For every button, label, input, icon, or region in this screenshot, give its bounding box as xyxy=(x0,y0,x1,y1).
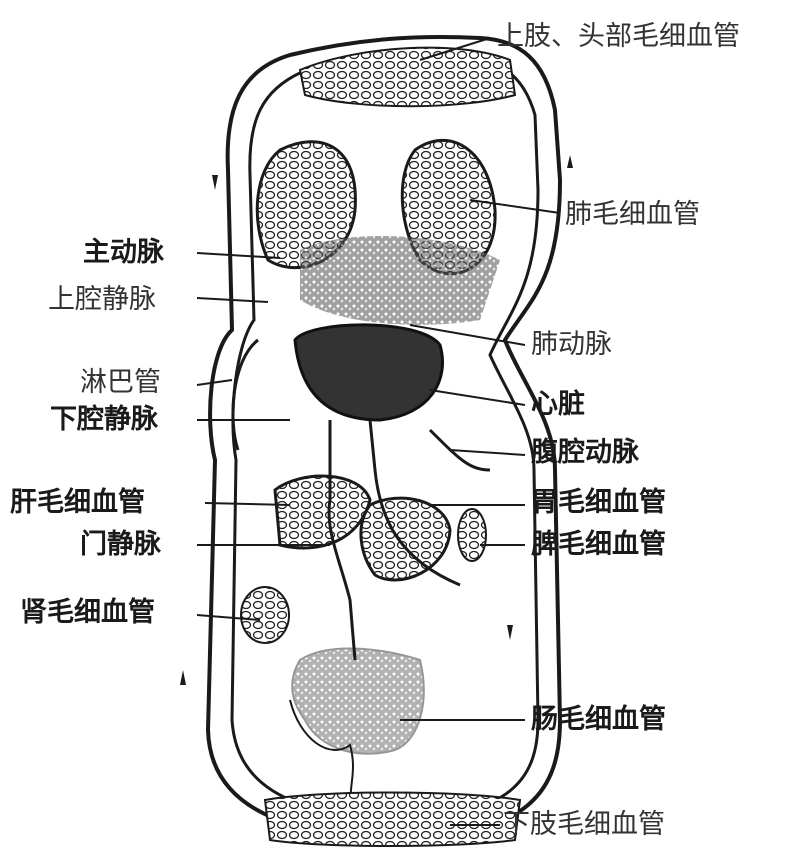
intestines xyxy=(292,648,424,753)
lymph-vessel-line xyxy=(233,340,258,450)
label-stomach-capillaries: 胃毛细血管 xyxy=(531,488,666,518)
label-liver-capillaries: 肝毛细血管 xyxy=(10,488,145,518)
liver xyxy=(275,476,370,548)
label-kidney-capillaries: 肾毛细血管 xyxy=(20,598,155,628)
label-lymph-vessel: 淋巴管 xyxy=(80,368,161,398)
spleen xyxy=(458,509,486,561)
upper-capillary-bed xyxy=(300,48,515,107)
kidney xyxy=(241,587,289,643)
label-pulmonary-artery: 肺动脉 xyxy=(531,330,612,360)
label-upper-limb-head-capillaries: 上肢、头部毛细血管 xyxy=(497,22,740,52)
lower-capillary-bed xyxy=(265,793,520,847)
label-aorta: 主动脉 xyxy=(83,238,164,268)
heart xyxy=(295,325,443,420)
label-superior-vena-cava: 上腔静脉 xyxy=(48,285,156,315)
stomach xyxy=(361,498,450,580)
label-lung-capillaries: 肺毛细血管 xyxy=(565,200,700,230)
label-heart: 心脏 xyxy=(531,390,585,420)
label-intestine-capillaries: 肠毛细血管 xyxy=(531,705,666,735)
label-spleen-capillaries: 脾毛细血管 xyxy=(531,530,666,560)
label-lower-limb-capillaries: 下肢毛细血管 xyxy=(503,810,665,840)
label-portal-vein: 门静脉 xyxy=(80,530,161,560)
label-celiac-artery: 腹腔动脉 xyxy=(531,438,639,468)
pulmonary-region xyxy=(300,236,500,325)
label-inferior-vena-cava: 下腔静脉 xyxy=(50,405,158,435)
